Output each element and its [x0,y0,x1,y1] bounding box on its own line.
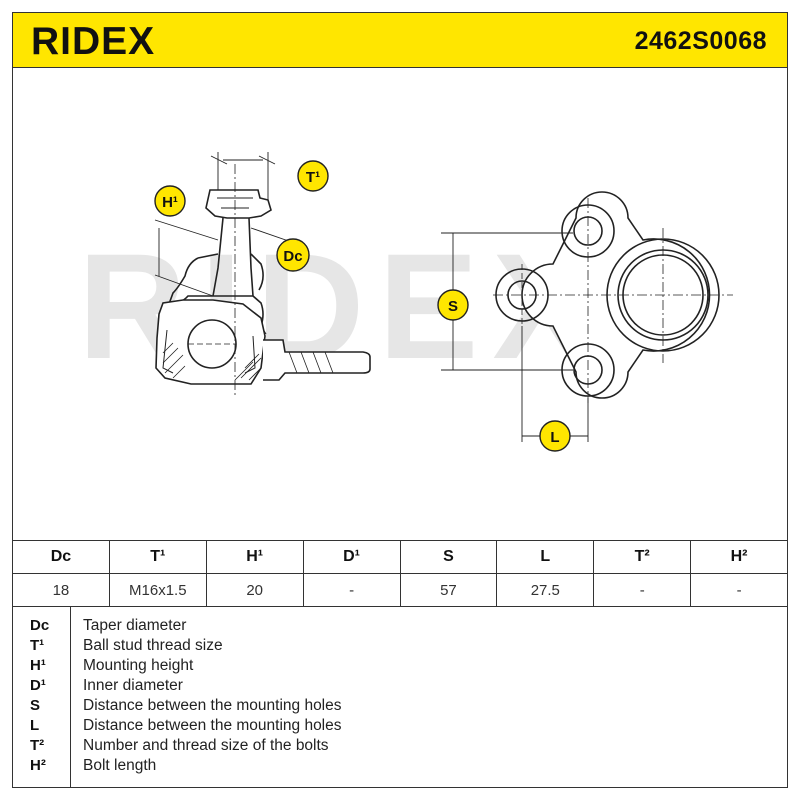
spec-value: - [302,573,401,607]
svg-text:L: L [550,429,559,446]
legend: Dc Taper diameter T¹ Ball stud thread si… [12,606,788,788]
side-view [154,152,371,398]
legend-item: T¹ Ball stud thread size [13,637,787,657]
legend-abbr: Dc [30,617,50,634]
svg-text:S: S [448,298,458,315]
spec-header-row: Dc T¹ H¹ D¹ S L T² H² [12,540,788,574]
legend-item: L Distance between the mounting holes [13,717,787,737]
label-L: L [539,420,571,452]
legend-desc: Inner diameter [83,677,183,694]
label-S: S [437,289,469,321]
legend-abbr: S [30,697,41,714]
svg-text:T¹: T¹ [306,169,320,186]
spec-value: - [690,573,788,607]
spec-header: L [496,540,595,574]
spec-header: H² [690,540,788,574]
legend-abbr: L [30,717,40,734]
spec-header: S [399,540,498,574]
legend-abbr: D¹ [30,677,46,694]
legend-item: Dc Taper diameter [13,617,787,637]
spec-value-row: 18 M16x1.5 20 - 57 27.5 - - [12,573,788,607]
legend-desc: Ball stud thread size [83,637,223,654]
spec-value: - [593,573,692,607]
spec-value: 57 [399,573,498,607]
spec-header: D¹ [302,540,401,574]
svg-text:Dc: Dc [283,248,302,265]
legend-abbr: T² [30,737,45,754]
ridex-logo: RIDEX [31,21,155,61]
spec-header: H¹ [205,540,304,574]
spec-value: 20 [205,573,304,607]
legend-desc: Distance between the mounting holes [83,717,342,734]
legend-desc: Distance between the mounting holes [83,697,342,714]
svg-text:H¹: H¹ [162,194,178,211]
legend-desc: Bolt length [83,757,157,774]
legend-abbr: T¹ [30,637,45,654]
legend-abbr: H² [30,757,46,774]
spec-header: T² [593,540,692,574]
front-view [441,191,733,442]
legend-desc: Mounting height [83,657,194,674]
legend-item: T² Number and thread size of the bolts [13,737,787,757]
spec-header: Dc [12,540,110,574]
legend-desc: Taper diameter [83,617,187,634]
logo-text: RIDEX [31,21,155,61]
label-H1: H¹ [154,185,186,217]
spec-value: 27.5 [496,573,595,607]
legend-item: H¹ Mounting height [13,657,787,677]
spec-header: T¹ [108,540,207,574]
legend-divider [70,606,71,787]
part-number: 2462S0068 [634,27,767,55]
legend-desc: Number and thread size of the bolts [83,737,329,754]
spec-value: 18 [12,573,110,607]
legend-item: D¹ Inner diameter [13,677,787,697]
technical-drawing: RIDEX [78,152,733,452]
spec-table: Dc T¹ H¹ D¹ S L T² H² 18 M16x1.5 20 - 57… [12,540,788,607]
legend-item: H² Bolt length [13,757,787,777]
legend-abbr: H¹ [30,657,46,674]
legend-item: S Distance between the mounting holes [13,697,787,717]
label-T1: T¹ [297,160,329,192]
header-bar: RIDEX 2462S0068 [13,13,787,68]
label-Dc: Dc [276,238,310,272]
spec-value: M16x1.5 [108,573,207,607]
